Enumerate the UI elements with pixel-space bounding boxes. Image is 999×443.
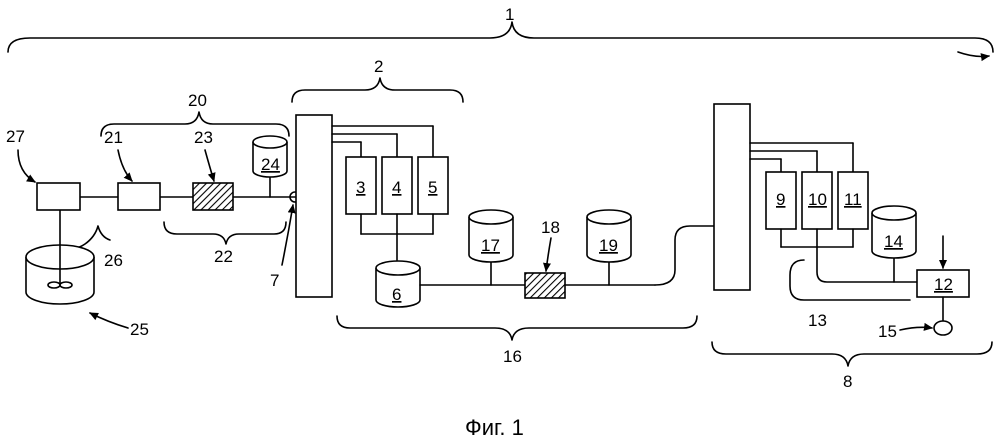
filter-18 bbox=[525, 273, 565, 298]
label-17: 17 bbox=[481, 236, 500, 255]
brace-1 bbox=[8, 22, 993, 52]
label-4: 4 bbox=[392, 178, 401, 197]
figure-caption: Фиг. 1 bbox=[465, 415, 524, 440]
unit-21-box bbox=[118, 183, 160, 210]
leader-1 bbox=[958, 52, 989, 57]
vessel-14-top bbox=[872, 206, 916, 220]
label-26: 26 bbox=[104, 251, 123, 270]
leader-21 bbox=[118, 150, 132, 181]
tank-6-top bbox=[376, 261, 420, 275]
column-8 bbox=[714, 104, 750, 290]
label-25: 25 bbox=[130, 320, 149, 339]
outlet-15 bbox=[934, 321, 952, 335]
label-24: 24 bbox=[261, 155, 280, 174]
brace-16 bbox=[337, 316, 697, 340]
leader-23 bbox=[205, 150, 214, 181]
label-23: 23 bbox=[194, 128, 213, 147]
label-2: 2 bbox=[374, 57, 383, 76]
label-6: 6 bbox=[392, 285, 401, 304]
label-14: 14 bbox=[884, 232, 903, 251]
leader-27 bbox=[18, 150, 35, 182]
brace-13 bbox=[790, 260, 910, 300]
label-19: 19 bbox=[599, 236, 618, 255]
label-15: 15 bbox=[878, 322, 897, 341]
leader-7 bbox=[282, 205, 293, 265]
label-27: 27 bbox=[6, 127, 25, 146]
label-9: 9 bbox=[776, 190, 785, 209]
label-7: 7 bbox=[270, 271, 279, 290]
label-11: 11 bbox=[844, 190, 862, 209]
column-2 bbox=[296, 115, 332, 297]
label-10: 10 bbox=[808, 190, 827, 209]
brace-2 bbox=[292, 78, 463, 102]
label-16: 16 bbox=[503, 347, 522, 366]
brace-8 bbox=[712, 342, 992, 366]
filter-23 bbox=[193, 183, 233, 210]
label-8: 8 bbox=[843, 372, 852, 391]
vessel-24-top bbox=[253, 136, 287, 148]
leader-25 bbox=[90, 313, 128, 328]
label-3: 3 bbox=[356, 178, 365, 197]
brace-22 bbox=[164, 222, 286, 244]
vessel-17-top bbox=[469, 210, 513, 224]
mixer-motor-box-27 bbox=[37, 183, 80, 210]
label-18: 18 bbox=[541, 218, 560, 237]
label-22: 22 bbox=[214, 247, 233, 266]
label-1: 1 bbox=[505, 5, 514, 24]
leader-18 bbox=[546, 238, 551, 271]
label-20: 20 bbox=[188, 91, 207, 110]
leader-15 bbox=[900, 327, 932, 330]
label-13: 13 bbox=[808, 311, 827, 330]
label-12: 12 bbox=[934, 275, 953, 294]
vessel-19-top bbox=[587, 210, 631, 224]
label-5: 5 bbox=[428, 178, 437, 197]
label-21: 21 bbox=[104, 128, 123, 147]
